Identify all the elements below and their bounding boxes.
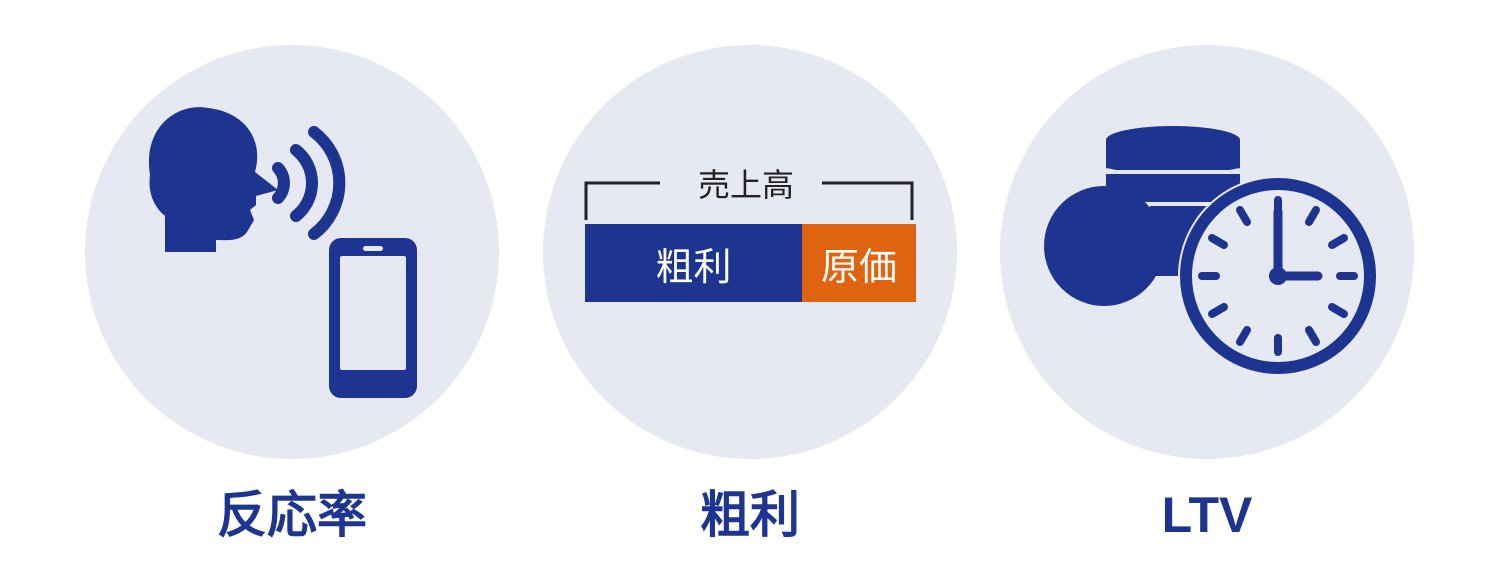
speaking-head-icon	[148, 107, 278, 252]
gross-profit-caption: 粗利	[700, 486, 800, 544]
sales-label: 売上高	[697, 166, 794, 204]
response-rate-caption: 反応率	[217, 486, 367, 544]
sound-waves-icon	[272, 126, 346, 240]
gross-profit-bar-label: 粗利	[655, 244, 732, 289]
response-rate-circle	[85, 45, 499, 459]
clock-icon	[1178, 176, 1378, 376]
sales-bracket	[584, 181, 914, 220]
gross-profit-bar: 粗利	[585, 224, 802, 302]
smartphone-icon	[329, 238, 417, 398]
coins-icon	[1044, 126, 1241, 306]
ltv-caption: LTV	[1161, 487, 1253, 543]
cost-bar: 原価	[802, 224, 916, 302]
cost-bar-label: 原価	[820, 244, 897, 289]
